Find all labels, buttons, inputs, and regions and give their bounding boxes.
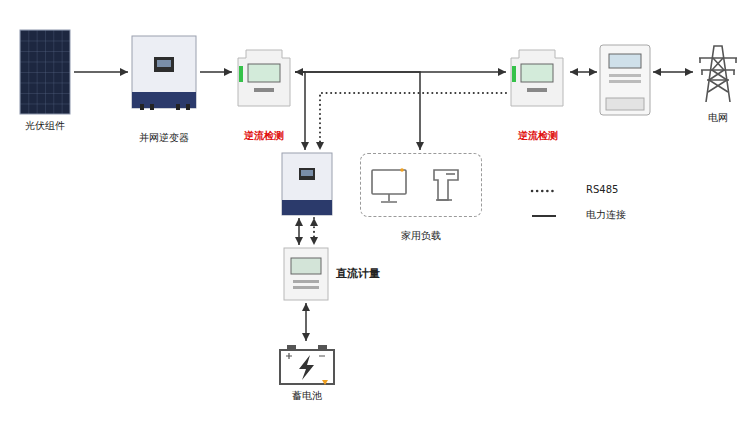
grid-inverter-part xyxy=(157,60,171,67)
household-loads-part xyxy=(372,170,406,194)
grid-inverter-part xyxy=(132,36,196,108)
storage-inverter-part xyxy=(282,200,332,215)
node-label: 家用负载 xyxy=(401,230,441,242)
power-tower xyxy=(699,46,737,102)
energy-meter-part xyxy=(606,98,644,110)
ac-meter-part xyxy=(254,88,274,92)
energy-meter-part xyxy=(609,74,641,77)
rs485-link xyxy=(320,93,506,150)
power-link xyxy=(74,71,128,73)
household-loads-part xyxy=(434,170,458,200)
grid-inverter-part xyxy=(154,57,174,72)
power-tower-part xyxy=(700,58,736,75)
energy-meter xyxy=(600,45,650,115)
storage-inverter-part xyxy=(282,153,332,215)
household-loads-part xyxy=(446,173,455,175)
power-link xyxy=(200,71,232,73)
label-text: 直流计量 xyxy=(336,267,380,280)
storage-inverter-node xyxy=(282,153,332,215)
node-label: 逆流检测 xyxy=(518,130,558,142)
dc-meter-part xyxy=(284,248,328,300)
household-loads xyxy=(372,168,458,202)
dc-meter-part xyxy=(293,286,319,289)
battery-part xyxy=(318,345,327,350)
grid-inverter-part xyxy=(186,104,190,110)
grid-inverter-part xyxy=(140,104,144,110)
battery-part xyxy=(286,353,325,359)
storage-inverter-part xyxy=(301,170,313,176)
household-loads-part xyxy=(381,194,397,202)
ac-meter-part xyxy=(511,50,563,106)
power-link xyxy=(298,218,300,245)
battery-part xyxy=(322,380,328,385)
household-loads-part xyxy=(400,168,404,172)
power-tower-part xyxy=(708,58,728,92)
dc-meter-node: 直流计量 xyxy=(284,248,328,300)
energy-meter-part xyxy=(609,54,641,68)
ac-meter-part xyxy=(248,64,280,82)
label-text: 电网 xyxy=(708,112,728,123)
legend-entry: 电力连接 xyxy=(586,209,626,221)
power-tower-part xyxy=(706,46,730,102)
battery-part xyxy=(287,345,296,350)
label-text: 逆流检测 xyxy=(518,130,558,141)
ac-meter-part xyxy=(238,50,290,106)
ac-meter xyxy=(511,50,563,106)
storage-inverter xyxy=(282,153,332,215)
ac-meter-part xyxy=(239,66,243,82)
load-group-box: 家用负载 xyxy=(360,153,482,217)
power-tower-part xyxy=(699,58,737,80)
grid-inverter-node: 并网逆变器 xyxy=(132,36,196,108)
power-link xyxy=(305,303,307,341)
node-label: 蓄电池 xyxy=(292,390,322,402)
node-label: 逆流检测 xyxy=(244,130,284,142)
battery xyxy=(280,345,334,385)
ac-meter xyxy=(238,50,290,106)
dotted-line-sample xyxy=(532,190,556,193)
solar-panel-node: 光伏组件 xyxy=(20,30,70,114)
grid-inverter xyxy=(132,36,196,110)
grid-inverter-part xyxy=(150,104,154,110)
node-label: 电网 xyxy=(708,112,728,124)
node-label: 直流计量 xyxy=(336,267,380,280)
node-label: 并网逆变器 xyxy=(139,132,189,144)
power-link xyxy=(295,72,420,150)
power-link xyxy=(295,72,305,150)
solar-panel-part xyxy=(20,30,70,114)
legend-text: 电力连接 xyxy=(586,209,626,220)
legend-text: RS485 xyxy=(586,184,618,195)
ac-meter-part xyxy=(527,88,547,92)
legend-entry: RS485 xyxy=(586,184,618,196)
energy-meter-node xyxy=(600,45,650,115)
battery-node: 蓄电池 xyxy=(278,344,336,386)
label-text: 光伏组件 xyxy=(25,120,65,131)
storage-inverter-part xyxy=(299,168,315,180)
meter-node: 逆流检测 xyxy=(236,50,292,106)
label-text: 蓄电池 xyxy=(292,390,322,401)
label-text: 并网逆变器 xyxy=(139,132,189,143)
power-link xyxy=(653,71,693,73)
household-loads-part xyxy=(436,199,452,201)
dc-meter-part xyxy=(293,280,319,283)
label-text: 家用负载 xyxy=(401,230,441,241)
battery-part xyxy=(299,355,314,380)
dc-meter-part xyxy=(291,258,321,274)
dc-meter xyxy=(284,248,328,300)
node-label: 光伏组件 xyxy=(25,120,65,132)
solid-line-sample xyxy=(532,215,556,217)
ac-meter-part xyxy=(512,66,516,82)
energy-meter-part xyxy=(600,45,650,115)
battery-part xyxy=(280,350,334,384)
ac-meter-part xyxy=(521,64,553,82)
energy-meter-part xyxy=(609,80,641,83)
power-link xyxy=(570,71,597,73)
solar-panel xyxy=(20,30,70,114)
rs485-link xyxy=(313,218,315,245)
label-text: 逆流检测 xyxy=(244,130,284,141)
grid-inverter-part xyxy=(176,104,180,110)
grid-node: 电网 xyxy=(696,40,740,102)
meter-node: 逆流检测 xyxy=(509,50,567,106)
